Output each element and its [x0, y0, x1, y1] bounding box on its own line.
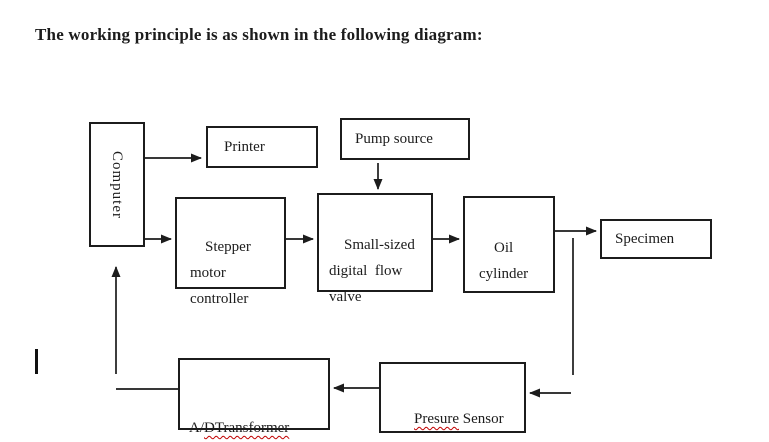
block-oil-cylinder-label: Oil cylinder [479, 240, 529, 282]
misspelling-squiggle: DTransformer [204, 420, 290, 436]
block-printer-label: Printer [224, 139, 265, 155]
block-digital-flow-valve-label: Small-sized digital flow valve [329, 237, 415, 305]
block-stepper-motor-controller-label: Stepper motor controller [190, 239, 251, 307]
block-stepper-motor-controller: Stepper motor controller [175, 197, 286, 307]
block-digital-flow-valve: Small-sized digital flow valve [317, 193, 433, 305]
block-pump-source: Pump source [340, 118, 470, 160]
text-cursor[interactable] [35, 349, 38, 374]
block-ad-transformer-amplifier: A/DTransformer amplifier [178, 358, 330, 436]
block-specimen-label: Specimen [615, 231, 675, 247]
block-computer: Computer [89, 122, 145, 247]
block-specimen: Specimen [600, 219, 712, 259]
block-pump-source-label: Pump source [355, 131, 433, 147]
block-printer: Printer [206, 126, 318, 168]
page-title: The working principle is as shown in the… [35, 25, 483, 44]
misspelling-squiggle: Presure [414, 411, 459, 427]
block-pressure-sensor: Presure Sensor [379, 362, 526, 433]
block-computer-label: Computer [109, 150, 125, 219]
block-ad-transformer-line1: A/DTransformer [189, 420, 290, 436]
block-oil-cylinder: Oil cylinder [463, 196, 555, 293]
